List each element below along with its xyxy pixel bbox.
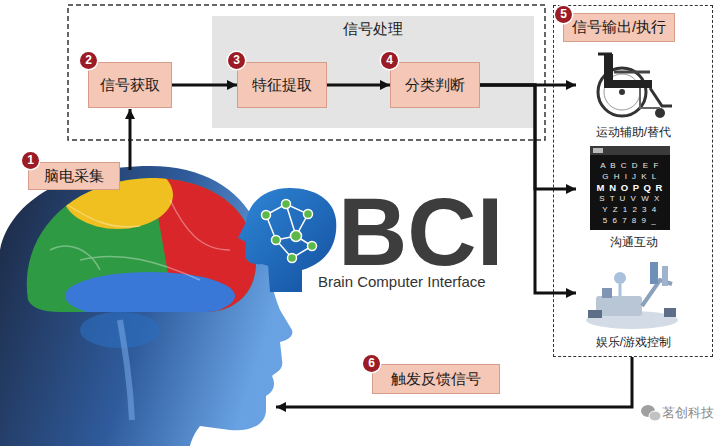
speller-screen-part: [593, 148, 603, 153]
node-label: 特征提取: [252, 76, 312, 95]
game-control-picture-part: [664, 308, 676, 317]
bci-logo-part: [266, 204, 312, 258]
head-illustration: [0, 161, 292, 446]
bci-logo-part-part: [266, 204, 312, 258]
wheelchair-picture-part: [612, 80, 652, 88]
feedback-arrow: [276, 357, 632, 407]
bci-logo-part-part: [291, 231, 302, 242]
wheelchair-picture: [598, 54, 672, 118]
output-item: 运动辅助/替代: [576, 49, 691, 141]
game-control-picture-part: [588, 310, 602, 318]
node-label: 分类判断: [405, 76, 465, 95]
game-control-picture: [586, 262, 678, 329]
node-label: 沟通互动: [610, 234, 658, 251]
bci-logo-part-part: [262, 211, 271, 220]
callout-number: 6: [363, 355, 380, 372]
wheelchair-picture-part: [650, 88, 672, 106]
callout-number: 3: [228, 52, 245, 69]
wechat-icon-part: [649, 411, 661, 421]
game-control-picture-part: [596, 296, 642, 316]
wheelchair-picture-part: [598, 53, 612, 56]
logo-text: BCI: [338, 184, 503, 280]
callout-number: 1: [22, 152, 39, 169]
game-control-picture-part: [662, 266, 668, 286]
logo-subtitle: Brain Computer Interface: [318, 273, 486, 290]
speller-screen-part: [590, 146, 670, 230]
node-label: 信号输出/执行: [563, 13, 675, 42]
head-illustration-part: [0, 161, 270, 320]
speller-row: A B C D E F: [594, 161, 666, 171]
wheelchair-picture-part: [655, 108, 665, 118]
speller-row: G H I J K L: [594, 172, 666, 182]
node-label: 脑电采集: [44, 167, 104, 186]
game-control-picture-part: [614, 272, 626, 284]
head-illustration-part-part: [65, 272, 235, 320]
watermark: 茗创科技: [662, 404, 714, 422]
wechat-icon: [641, 405, 661, 421]
processing-panel: 信号处理特征提取 分类判断: [212, 16, 534, 128]
step-box: 脑电采集: [28, 162, 120, 190]
head-illustration-part: [120, 320, 132, 420]
callout-number: 4: [381, 52, 398, 69]
node-label: 信号处理: [343, 20, 403, 39]
callout-number: 2: [80, 52, 97, 69]
bci-logo-part-part: [282, 200, 291, 209]
speller-screen-part: [590, 146, 670, 155]
game-control-picture-part: [602, 288, 612, 298]
speller-row: S T U V W X: [594, 194, 666, 204]
feedback-box: 触发反馈信号: [372, 364, 500, 394]
game-control-picture-part: [650, 262, 658, 284]
speller-row: M N O P Q R: [594, 183, 666, 193]
wheelchair-picture-part: [619, 89, 625, 95]
process-box: 特征提取: [237, 62, 327, 108]
node-label: 信号获取: [100, 76, 160, 95]
game-control-picture-part: [619, 284, 622, 296]
dashed-frame: [68, 5, 545, 140]
bci-logo-part-part: [288, 254, 297, 263]
speller-row: Y Z 1 2 3 4: [594, 205, 666, 215]
head-illustration-part-part: [50, 200, 230, 280]
bci-logo-part-part: [272, 236, 281, 245]
wheelchair-picture-part: [604, 54, 613, 88]
process-box: 信号获取: [88, 62, 172, 108]
wheelchair-picture-part: [640, 88, 660, 108]
output-item: 娱乐/游戏控制: [576, 256, 691, 351]
speller-screen: [590, 146, 670, 230]
speller-row: 5 6 7 8 9 _: [594, 216, 666, 226]
signal-arrow: [129, 109, 132, 170]
callout-number: 5: [555, 6, 572, 23]
bci-logo-part-part: [304, 210, 313, 219]
node-label: 娱乐/游戏控制: [596, 334, 671, 351]
node-label: 运动辅助/替代: [596, 124, 671, 141]
process-box: 分类判断: [390, 62, 480, 108]
bci-logo-part: [262, 200, 317, 263]
wheelchair-picture-part: [614, 71, 650, 74]
node-label: 触发反馈信号: [391, 370, 481, 389]
bci-logo-part-part: [308, 242, 317, 251]
